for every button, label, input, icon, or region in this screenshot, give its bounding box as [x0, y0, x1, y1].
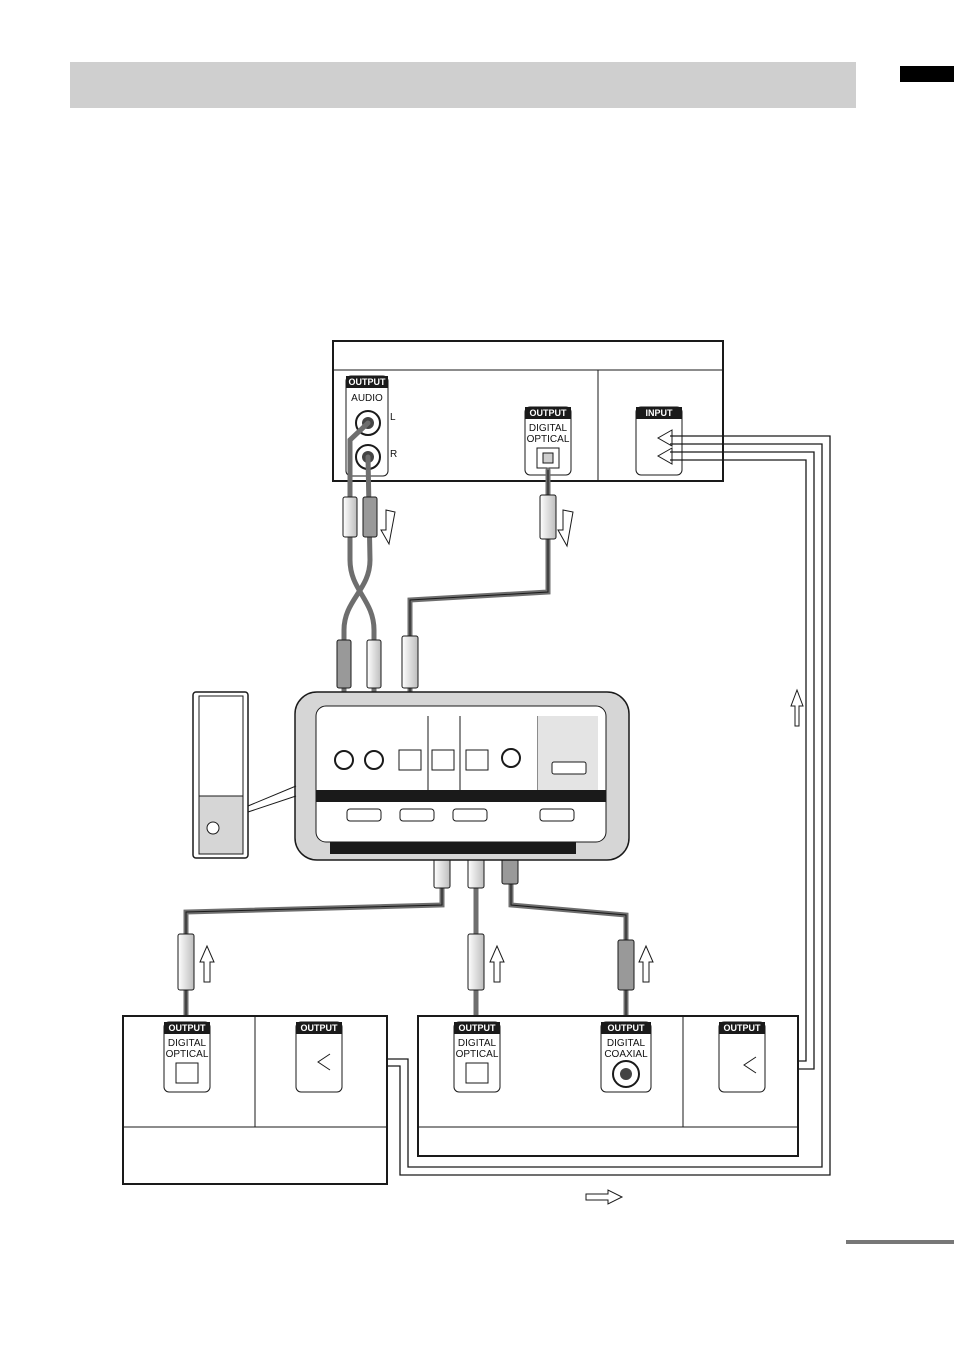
bl-hdmi-tag: OUTPUT [301, 1023, 339, 1033]
left-label: L [390, 412, 396, 423]
unit-optical-jack-1 [399, 750, 421, 770]
top-optical-digital: DIGITAL [529, 423, 568, 434]
unit-audio-l-jack [335, 751, 353, 769]
audio-label: AUDIO [351, 393, 383, 404]
bl-optical-tag: OUTPUT [169, 1023, 207, 1033]
plug-optical-bottom-mid [468, 934, 484, 990]
bottom-left-device: OUTPUT DIGITAL OPTICAL OUTPUT [123, 1016, 387, 1184]
unit-hdmi-3 [453, 809, 487, 821]
unit-optical-jack-2 [432, 750, 454, 770]
br-coax-digital: DIGITAL [607, 1038, 646, 1049]
unit-optical-jack-3 [466, 750, 488, 770]
arrow-left-up [200, 946, 214, 982]
plug-audio-l-top [343, 497, 357, 537]
plug-optical-bottom-left [178, 934, 194, 990]
unit-coax-jack [502, 749, 520, 767]
arrow-mid-up [490, 946, 504, 982]
top-optical-tag: OUTPUT [530, 408, 568, 418]
br-coax-coaxial: COAXIAL [604, 1049, 648, 1060]
right-label: R [390, 449, 397, 460]
top-device: OUTPUT AUDIO L R OUTPUT DIGITAL OPTICAL … [333, 341, 723, 481]
arrow-optical-down [558, 510, 573, 546]
br-optical-jack [466, 1063, 488, 1083]
unit-hdmi-2 [400, 809, 434, 821]
top-input-panel: INPUT [636, 407, 682, 475]
speaker-illustration [193, 692, 296, 858]
input-tag: INPUT [646, 408, 674, 418]
arrow-audio-down [381, 510, 395, 544]
br-digital: DIGITAL [458, 1038, 497, 1049]
arrow-legend [586, 1190, 622, 1204]
plug-audio-l-unit [337, 640, 351, 688]
plug-coax-bottom [618, 940, 634, 990]
br-coax-tag: OUTPUT [608, 1023, 646, 1033]
br-optical: OPTICAL [456, 1049, 499, 1060]
unit-audio-r-jack [365, 751, 383, 769]
plug-audio-r-top [363, 497, 377, 537]
top-optical-panel: OUTPUT DIGITAL OPTICAL [525, 407, 571, 475]
plug-audio-r-unit [367, 640, 381, 688]
top-optical-optical: OPTICAL [527, 434, 570, 445]
bl-optical-jack [176, 1063, 198, 1083]
unit-hdmi-1 [347, 809, 381, 821]
center-unit [295, 692, 629, 860]
br-optical-tag: OUTPUT [459, 1023, 497, 1033]
plug-optical-unit [402, 636, 418, 688]
plug-optical-top [540, 495, 556, 539]
unit-card-slot [552, 762, 586, 774]
arrow-coax-up [639, 946, 653, 982]
audio-output-tag: OUTPUT [349, 377, 387, 387]
bottom-right-device: OUTPUT DIGITAL OPTICAL OUTPUT DIGITAL CO… [418, 1016, 798, 1156]
br-hdmi-tag: OUTPUT [724, 1023, 762, 1033]
unit-hdmi-4 [540, 809, 574, 821]
bl-digital: DIGITAL [168, 1038, 207, 1049]
bl-optical: OPTICAL [166, 1049, 209, 1060]
arrow-hdmi-up [791, 690, 803, 726]
